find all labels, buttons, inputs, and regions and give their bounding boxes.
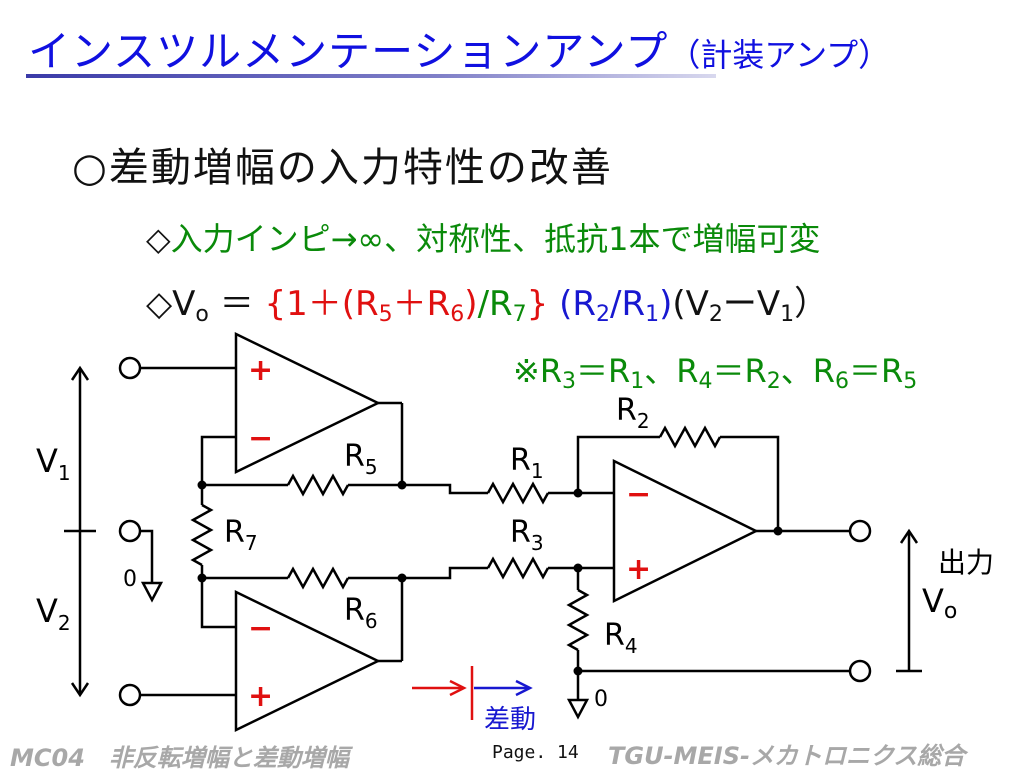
output-terminal — [848, 519, 872, 543]
formula-green-term: /R7 — [477, 284, 527, 327]
r4-label: R4 — [604, 618, 638, 658]
r2-label: R2 — [616, 393, 650, 433]
bullet-text: 入力インピ→∞、対称性、抵抗1本で増幅可変 — [170, 220, 821, 258]
bullet-input-characteristics: ◇入力インピ→∞、対称性、抵抗1本で増幅可変 — [146, 214, 820, 260]
formula-lhs: V — [172, 284, 196, 324]
ground-mid-terminal — [118, 519, 142, 543]
formula-red-brace: } — [526, 284, 549, 324]
r3-resistor — [486, 556, 550, 580]
output-opamp — [612, 458, 759, 604]
footer-course-title: MC04 非反転増幅と差動増幅 — [10, 744, 349, 772]
bottom-opamp — [234, 590, 381, 732]
bottom-opamp-plus: + — [248, 679, 273, 714]
gain-formula: ◇Vo ＝ {1＋(R5＋R6)/R7} (R2/R1)(V2ーV1） — [146, 276, 829, 327]
top-opamp — [234, 332, 381, 474]
formula-lhs-sub: o — [195, 302, 209, 327]
v1-input-terminal — [118, 356, 142, 380]
formula-equals: ＝ — [208, 284, 265, 324]
r3-label: R3 — [510, 515, 544, 555]
formula-red-term: {1＋(R5＋R6) — [264, 284, 478, 327]
r2-resistor — [658, 425, 722, 449]
output-opamp-minus: − — [626, 477, 651, 512]
differential-arrows — [412, 666, 533, 720]
output-label: 出力 — [938, 546, 994, 579]
r1-label: R1 — [510, 443, 544, 483]
bullet-marker: ◇ — [146, 220, 171, 258]
output-ground-terminal — [848, 659, 872, 683]
slide-title-sub: （計装アンプ） — [668, 36, 891, 74]
section-heading: ○差動増幅の入力特性の改善 — [72, 145, 613, 191]
ground-right-icon — [566, 698, 590, 720]
v2-label: V2 — [36, 592, 71, 635]
top-opamp-minus: − — [248, 421, 273, 456]
v1-label: V1 — [36, 442, 71, 485]
slide-title-main: インスツルメンテーションアンプ — [28, 27, 669, 76]
top-opamp-plus: + — [248, 353, 273, 388]
v2-input-terminal — [118, 683, 142, 707]
vo-label: Vo — [922, 582, 957, 624]
r4-resistor — [566, 588, 590, 652]
r7-resistor — [190, 503, 214, 567]
bottom-opamp-minus: − — [248, 611, 273, 646]
output-opamp-plus: + — [626, 552, 651, 587]
r1-resistor — [486, 481, 550, 505]
formula-marker: ◇ — [146, 284, 173, 324]
r6-resistor — [286, 566, 350, 590]
ground-right-label: 0 — [594, 687, 608, 712]
footer-page-number: Page. 14 — [492, 742, 579, 763]
ground-left-icon — [140, 581, 164, 603]
differential-label: 差動 — [484, 705, 536, 735]
r5-label: R5 — [344, 439, 378, 479]
formula-black-term: (V2ーV1） — [672, 284, 829, 327]
title-underline — [26, 74, 716, 78]
slide-title: インスツルメンテーションアンプ（計装アンプ） — [28, 18, 890, 79]
resistor-condition-note: ※R3＝R1、R4＝R2、R6＝R5 — [513, 352, 918, 394]
r5-resistor — [286, 473, 350, 497]
r6-label: R6 — [344, 593, 378, 633]
ground-left-label: 0 — [123, 567, 137, 592]
formula-blue-term: (R2/R1) — [548, 284, 673, 327]
footer-organization: TGU-MEIS-メカトロニクス総合 — [608, 742, 966, 770]
r7-label: R7 — [224, 515, 258, 555]
